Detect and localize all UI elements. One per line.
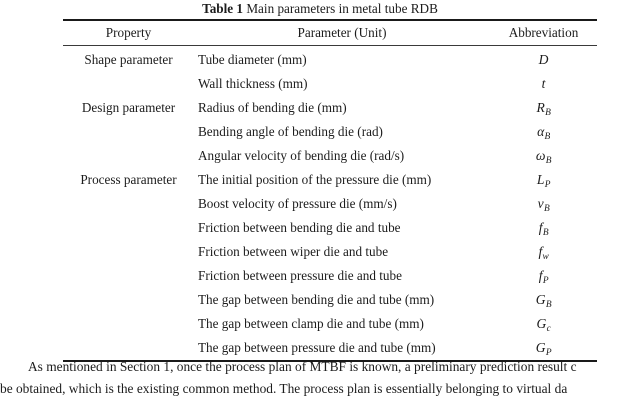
abbreviation-base: ω	[535, 148, 546, 163]
table-row: Shape parameter Tube diameter (mm) D	[63, 46, 597, 72]
table-row: Angular velocity of bending die (rad/s) ω…	[63, 144, 597, 168]
table-row: Design parameter Radius of bending die (m…	[63, 96, 597, 120]
cell-property	[63, 264, 194, 288]
cell-parameter: Friction between wiper die and tube	[198, 244, 389, 259]
table-row: The gap between bending die and tube (mm…	[63, 288, 597, 312]
parameters-table: Property Parameter (Unit) Abbreviation	[63, 21, 597, 45]
cell-parameter: Radius of bending die (mm)	[198, 100, 347, 115]
cell-parameter: The gap between bending die and tube (mm…	[198, 292, 435, 307]
cell-property: Process parameter	[80, 172, 177, 187]
table-header-rule	[63, 45, 597, 46]
cell-parameter: Bending angle of bending die (rad)	[198, 124, 383, 139]
cell-abbreviation: t	[490, 72, 597, 96]
cell-abbreviation: Gc	[490, 312, 597, 336]
cell-abbreviation: GP	[490, 336, 597, 360]
cell-parameter: Friction between bending die and tube	[198, 220, 401, 235]
cell-property	[63, 72, 194, 96]
abbreviation-base: t	[541, 76, 546, 91]
abbreviation-subscript: P	[544, 180, 551, 190]
column-header-parameter: Parameter (Unit)	[297, 25, 387, 40]
abbreviation-base: f	[538, 244, 543, 259]
parameters-table-body-table: Shape parameter Tube diameter (mm) D Wall t…	[63, 46, 597, 360]
abbreviation-base: G	[535, 292, 546, 307]
abbreviation-base: R	[536, 100, 545, 115]
abbreviation-base: L	[536, 172, 545, 187]
table-header-row: Property Parameter (Unit) Abbreviation	[63, 21, 597, 45]
cell-parameter: Friction between pressure die and tube	[198, 268, 402, 283]
cell-abbreviation: vB	[490, 192, 597, 216]
abbreviation-base: G	[535, 340, 546, 355]
table-top-rule	[63, 19, 597, 21]
cell-abbreviation: D	[490, 46, 597, 72]
body-paragraph: As mentioned in Section 1, once the proc…	[0, 356, 640, 399]
abbreviation-subscript: B	[542, 228, 549, 238]
cell-property	[63, 144, 194, 168]
table-caption: Table 1 Main parameters in metal tube RD…	[0, 1, 640, 17]
table-row: Process parameter The initial position of…	[63, 168, 597, 192]
table-header: Property Parameter (Unit) Abbreviation	[63, 21, 597, 45]
cell-abbreviation: fw	[490, 240, 597, 264]
cell-parameter: The initial position of the pressure die…	[198, 172, 432, 187]
cell-abbreviation: αB	[490, 120, 597, 144]
abbreviation-base: G	[536, 316, 547, 331]
column-header-property: Property	[105, 25, 152, 40]
cell-abbreviation: RB	[490, 96, 597, 120]
cell-abbreviation: fP	[490, 264, 597, 288]
abbreviation-base: D	[538, 52, 549, 67]
table-bottom-rule	[63, 360, 597, 362]
table-caption-label: Table 1	[202, 1, 244, 16]
table-row: Boost velocity of pressure die (mm/s) vB	[63, 192, 597, 216]
cell-property	[63, 288, 194, 312]
cell-parameter: Wall thickness (mm)	[198, 76, 308, 91]
abbreviation-subscript: B	[543, 204, 550, 214]
cell-property	[63, 312, 194, 336]
cell-property	[63, 192, 194, 216]
abbreviation-base: v	[537, 196, 544, 211]
cell-abbreviation: LP	[490, 168, 597, 192]
column-header-abbreviation: Abbreviation	[508, 25, 579, 40]
cell-property: Shape parameter	[84, 52, 173, 67]
table-row: Wall thickness (mm) t	[63, 72, 597, 96]
abbreviation-subscript: B	[545, 156, 552, 166]
table-row: The gap between clamp die and tube (mm) G…	[63, 312, 597, 336]
cell-property	[63, 216, 194, 240]
cell-parameter: The gap between clamp die and tube (mm)	[198, 316, 424, 331]
table-body: Shape parameter Tube diameter (mm) D Wall t…	[63, 46, 597, 360]
cell-abbreviation: GB	[490, 288, 597, 312]
cell-property	[63, 240, 194, 264]
cell-property: Design parameter	[81, 100, 176, 115]
abbreviation-base: f	[538, 268, 543, 283]
cell-parameter: Tube diameter (mm)	[198, 52, 307, 67]
abbreviation-base: f	[538, 220, 543, 235]
abbreviation-subscript: B	[545, 300, 552, 310]
cell-abbreviation: fB	[490, 216, 597, 240]
paragraph-line: be obtained, which is the existing commo…	[0, 380, 568, 396]
table-row: The gap between pressure die and tube (m…	[63, 336, 597, 360]
abbreviation-subscript: B	[545, 108, 551, 118]
table-row: Friction between pressure die and tube fP	[63, 264, 597, 288]
abbreviation-subscript: B	[544, 132, 551, 142]
table-row: Friction between wiper die and tube fw	[63, 240, 597, 264]
cell-parameter: Boost velocity of pressure die (mm/s)	[198, 196, 397, 211]
cell-abbreviation: ωB	[490, 144, 597, 168]
abbreviation-base: α	[537, 124, 545, 139]
cell-parameter: The gap between pressure die and tube (m…	[198, 340, 436, 355]
abbreviation-subscript: P	[545, 348, 552, 358]
abbreviation-subscript: c	[546, 324, 551, 334]
abbreviation-subscript: w	[542, 252, 549, 262]
cell-parameter: Angular velocity of bending die (rad/s)	[198, 148, 405, 163]
parameters-table-container: Property Parameter (Unit) Abbreviation S…	[63, 19, 597, 362]
cell-property	[63, 120, 194, 144]
table-caption-text: Main parameters in metal tube RDB	[243, 1, 438, 16]
paragraph-line: As mentioned in Section 1, once the proc…	[28, 359, 577, 374]
abbreviation-subscript: P	[542, 276, 549, 286]
table-row: Bending angle of bending die (rad) αB	[63, 120, 597, 144]
table-row: Friction between bending die and tube fB	[63, 216, 597, 240]
